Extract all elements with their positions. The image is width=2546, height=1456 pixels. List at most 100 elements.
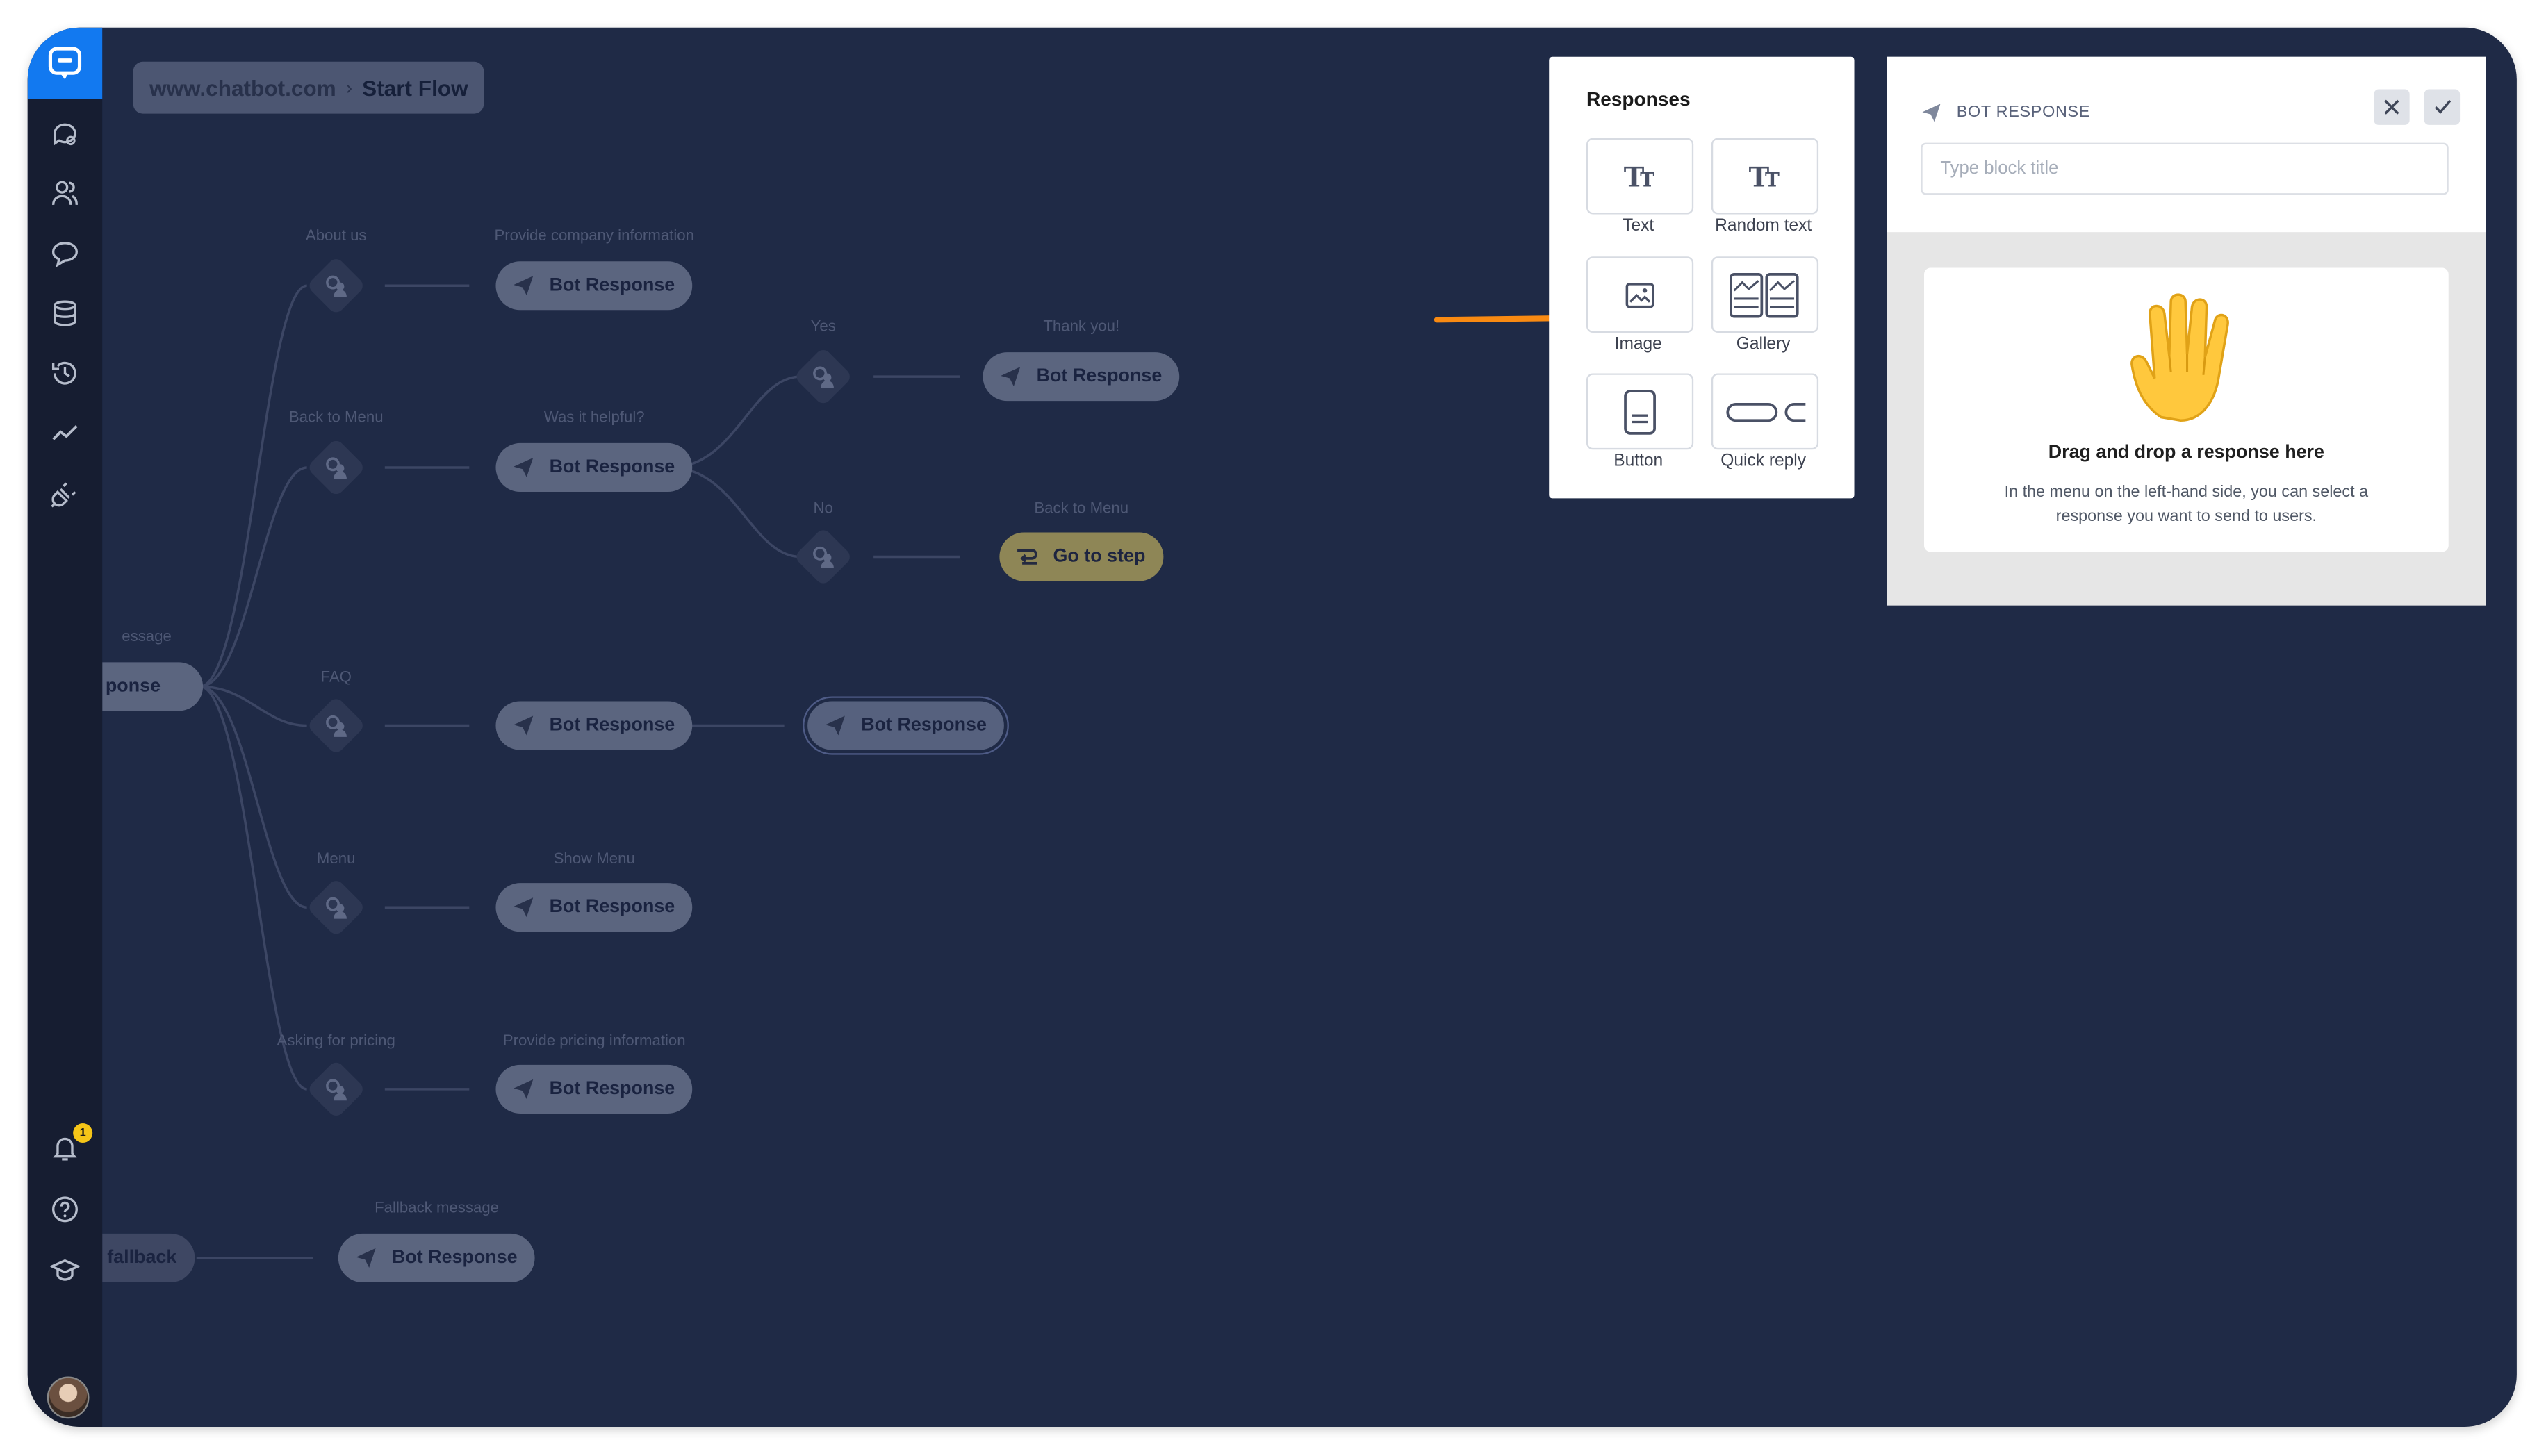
bot-response-label: Bot Response: [549, 715, 675, 736]
database-icon[interactable]: [49, 297, 81, 330]
users-icon[interactable]: [49, 177, 81, 210]
user-label-yes: Yes: [810, 317, 836, 336]
bot-response-label: Bot Response: [549, 1079, 675, 1099]
user-icon: [326, 715, 347, 737]
gallery-response-tile[interactable]: [1711, 256, 1819, 333]
user-label-menu: Menu: [316, 850, 356, 869]
breadcrumb-flow: Start Flow: [362, 75, 468, 100]
editor-title: BOT RESPONSE: [1956, 104, 2091, 122]
chatbot-logo-icon: [48, 47, 82, 80]
integrations-icon[interactable]: [49, 477, 81, 510]
send-icon: [514, 715, 534, 736]
bot-response-node[interactable]: Bot Response: [495, 261, 693, 311]
raised-hand-icon: [2130, 293, 2229, 422]
image-response-tile[interactable]: [1586, 256, 1694, 333]
response-label-company-info: Provide company information: [494, 227, 694, 245]
user-icon: [326, 457, 347, 479]
bot-response-node[interactable]: Bot Response: [495, 1064, 693, 1114]
response-label-back-to-menu: Back to Menu: [1034, 499, 1129, 518]
button-response-label: Button: [1613, 451, 1664, 471]
gallery-response-label: Gallery: [1736, 334, 1791, 354]
send-icon: [514, 276, 534, 296]
notification-badge: 1: [73, 1123, 93, 1143]
help-icon[interactable]: [49, 1193, 81, 1225]
user-label-pricing: Asking for pricing: [277, 1032, 395, 1050]
root-response-label: ponse: [105, 677, 161, 697]
breadcrumb: www.chatbot.com › Start Flow: [133, 61, 484, 114]
close-button[interactable]: [2374, 89, 2410, 125]
send-icon: [825, 715, 845, 736]
bot-response-node[interactable]: Bot Response: [983, 352, 1180, 402]
flow-canvas[interactable]: www.chatbot.com › Start Flow essage pons…: [102, 28, 2517, 1427]
bot-response-node[interactable]: Bot Response: [495, 442, 693, 493]
root-response-node[interactable]: ponse: [102, 662, 204, 711]
bot-response-label: Bot Response: [1036, 367, 1163, 387]
user-label-no: No: [813, 499, 833, 518]
analytics-icon[interactable]: [49, 417, 81, 450]
text-response-label: Text: [1623, 215, 1654, 235]
user-label-faq: FAQ: [320, 668, 352, 687]
chatbot-logo[interactable]: [27, 27, 103, 99]
fallback-node[interactable]: fallback: [102, 1233, 195, 1282]
response-label-helpful: Was it helpful?: [543, 408, 645, 427]
app-window: 1: [27, 27, 2517, 1427]
bot-response-node[interactable]: Bot Response: [495, 701, 693, 750]
history-icon[interactable]: [49, 357, 81, 390]
bot-response-node[interactable]: Bot Response: [495, 883, 693, 932]
send-icon: [356, 1248, 376, 1268]
breadcrumb-separator: ›: [345, 76, 353, 99]
user-label-about: About us: [305, 227, 367, 245]
response-label-pricing-info: Provide pricing information: [502, 1032, 686, 1050]
block-title-input[interactable]: [1921, 142, 2449, 195]
responses-title: Responses: [1586, 88, 1691, 110]
go-to-step-node[interactable]: Go to step: [999, 532, 1164, 581]
check-icon: [2433, 99, 2451, 114]
svg-text:T: T: [1624, 162, 1645, 191]
response-label-show-menu: Show Menu: [553, 850, 635, 869]
user-icon: [326, 897, 347, 919]
svg-text:T: T: [1640, 168, 1654, 191]
response-label-thank-you: Thank you!: [1043, 317, 1120, 336]
confirm-button[interactable]: [2424, 89, 2461, 125]
chats-icon[interactable]: [49, 119, 81, 151]
flow-connectors: [196, 284, 960, 1259]
user-icon: [813, 546, 834, 568]
send-icon: [1001, 367, 1021, 387]
send-icon: [514, 1079, 534, 1099]
bot-response-label: Bot Response: [549, 457, 675, 477]
avatar[interactable]: [47, 1376, 90, 1419]
root-label: essage: [122, 628, 172, 647]
breadcrumb-site[interactable]: www.chatbot.com: [149, 75, 336, 100]
bot-response-label: Bot Response: [549, 276, 675, 296]
drop-heading: Drag and drop a response here: [2048, 442, 2324, 463]
go-to-step-label: Go to step: [1053, 547, 1146, 567]
academy-icon[interactable]: [49, 1253, 81, 1286]
bot-response-editor: BOT RESPONSE Drag and drop a response he…: [1887, 56, 2486, 606]
send-icon: [514, 897, 534, 918]
editor-header: BOT RESPONSE: [1887, 56, 2486, 231]
quick-reply-response-tile[interactable]: [1711, 373, 1819, 450]
bot-response-label: Bot Response: [391, 1248, 518, 1268]
fallback-label: fallback: [107, 1248, 177, 1268]
send-icon: [1922, 104, 1941, 122]
stories-icon[interactable]: [49, 237, 81, 270]
fallback-bot-response-node[interactable]: Bot Response: [338, 1233, 536, 1282]
svg-text:T: T: [1765, 168, 1780, 191]
button-icon: [1624, 389, 1656, 434]
notifications-icon[interactable]: [49, 1132, 81, 1164]
user-icon: [813, 366, 834, 388]
image-icon: [1625, 282, 1654, 308]
editor-drop-area: Drag and drop a response here In the men…: [1887, 232, 2486, 606]
close-icon: [2384, 99, 2399, 115]
sidebar: 1: [27, 27, 103, 1427]
text-icon: TT: [1624, 162, 1654, 191]
button-response-tile[interactable]: [1586, 373, 1694, 450]
selected-bot-response-node[interactable]: Bot Response: [807, 701, 1005, 750]
drop-zone[interactable]: Drag and drop a response here In the men…: [1923, 267, 2449, 552]
random-text-icon: TT: [1749, 162, 1780, 191]
bot-response-label: Bot Response: [549, 897, 675, 918]
gallery-icon: [1730, 272, 1799, 317]
